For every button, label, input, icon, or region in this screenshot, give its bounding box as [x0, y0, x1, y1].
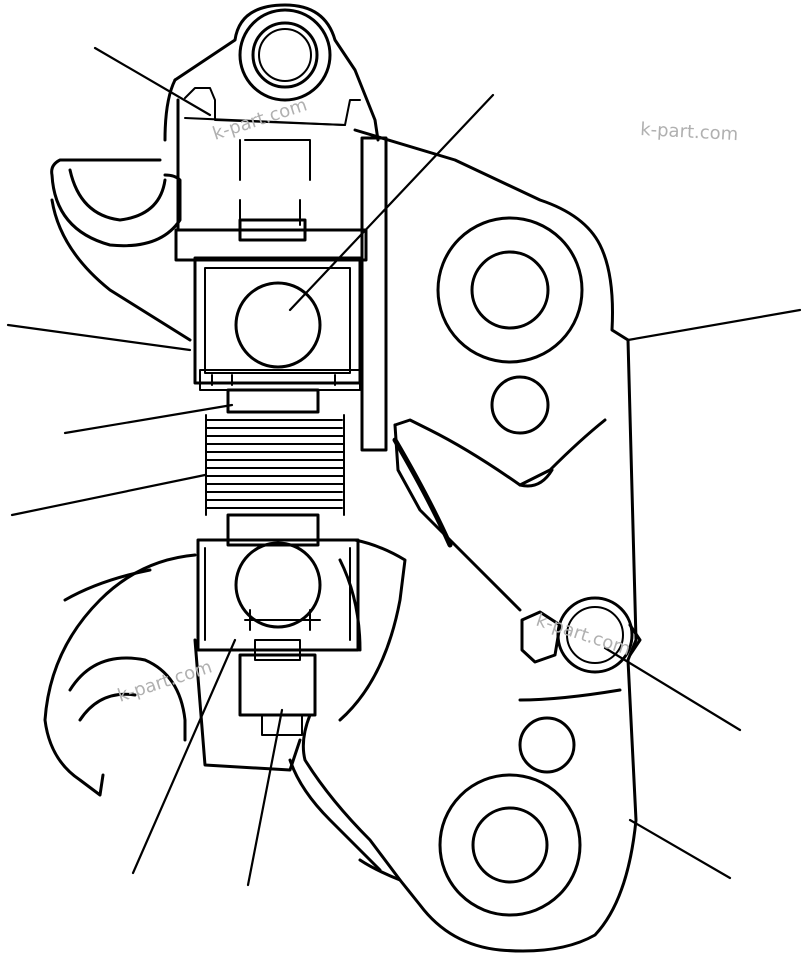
spring-cylinder	[205, 388, 345, 547]
lower-right-pin	[520, 596, 642, 674]
lower-pin-hole	[471, 806, 549, 884]
upper-hook	[50, 158, 192, 342]
upper-clamp-block	[174, 87, 368, 391]
leader-line-7	[603, 646, 742, 732]
leader-line-9	[131, 638, 237, 875]
upper-bracket	[163, 3, 388, 452]
leader-line-1	[93, 46, 212, 117]
watermark-text: k-part.com	[533, 610, 633, 660]
lower-hook	[43, 553, 197, 797]
leader-line-3	[626, 308, 801, 342]
upper-pin-hole	[470, 250, 550, 330]
watermarks: k-part.com k-part.com k-part.com k-part.…	[115, 94, 739, 706]
leader-line-2	[288, 93, 495, 312]
watermark-text: k-part.com	[640, 119, 739, 145]
lower-pin-boss	[438, 773, 582, 917]
upper-pin-boss	[436, 216, 584, 364]
leader-line-5	[63, 403, 234, 435]
leader-line-6	[10, 473, 207, 517]
plate-hole-upper	[490, 375, 550, 435]
vertical-bar	[360, 136, 388, 452]
leader-line-4	[6, 323, 192, 352]
leader-line-8	[628, 818, 732, 880]
lower-clamp-block	[193, 538, 407, 772]
leader-lines	[6, 46, 801, 887]
leader-line-10	[246, 708, 284, 887]
side-plate	[353, 128, 638, 953]
lower-pin	[234, 541, 322, 629]
plate-hole-lower	[518, 716, 576, 774]
hydraulic-hoses	[288, 437, 453, 882]
upper-pin	[234, 281, 322, 369]
watermark-text: k-part.com	[210, 94, 310, 144]
